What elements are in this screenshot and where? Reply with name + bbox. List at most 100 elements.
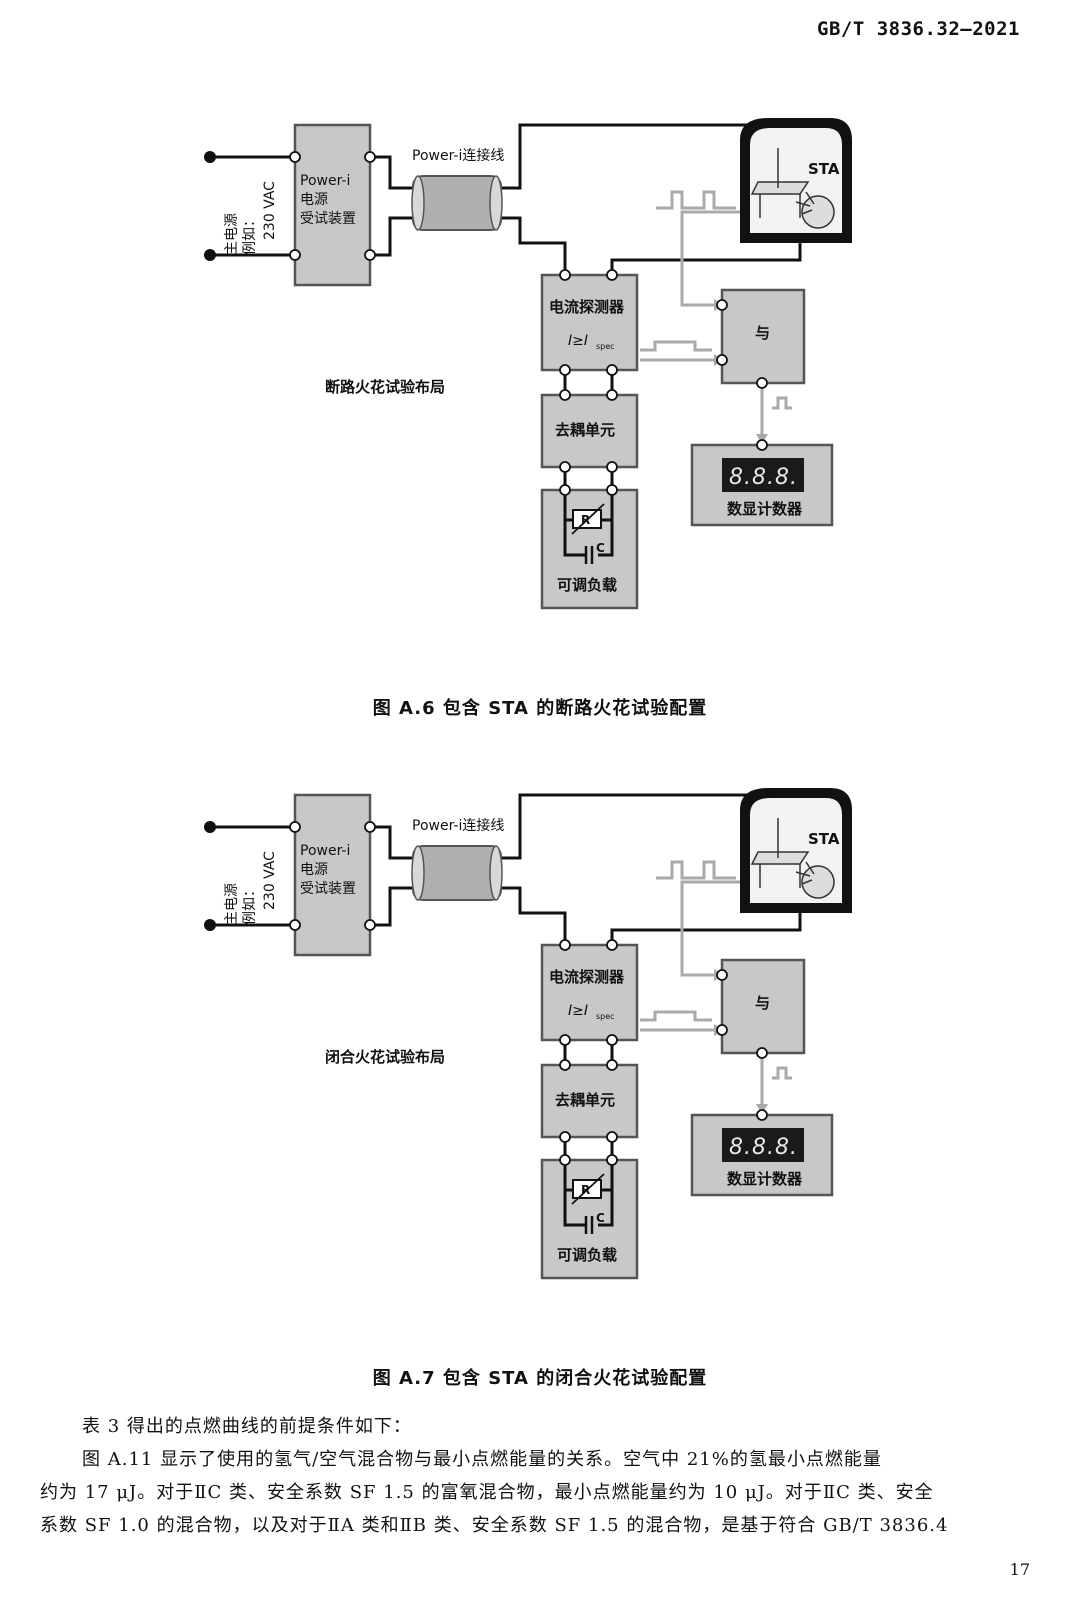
- cable-end: [489, 845, 503, 901]
- terminal: [559, 1059, 571, 1071]
- counter-display-digits: 8.8.8.: [729, 465, 798, 490]
- device-label-line3: 受试装置: [300, 211, 356, 227]
- terminal: [364, 151, 376, 163]
- pulse-train-symbol: [656, 190, 736, 210]
- capacitor-symbol: [584, 546, 594, 564]
- figure-a7-caption: 图 A.7 包含 STA 的闭合火花试验配置: [372, 1368, 708, 1389]
- decoupling-unit-box: [540, 1063, 639, 1139]
- pulse-symbol: [640, 1010, 712, 1022]
- device-to-cable-top: [370, 825, 420, 860]
- device-label-line1: Power-i: [300, 173, 350, 189]
- cable-end: [489, 175, 503, 231]
- counter-display-screen: [722, 458, 804, 492]
- device-label-line3: 受试装置: [300, 881, 356, 897]
- terminal: [559, 364, 571, 376]
- sta-support: [759, 148, 801, 218]
- counter-label: 数显计数器: [727, 1170, 803, 1188]
- terminal: [559, 484, 571, 496]
- sta-label: STA: [808, 830, 840, 848]
- sta-return-to-detector: [610, 905, 802, 945]
- pulse-symbol: [772, 1066, 792, 1080]
- counter-display-digits: 8.8.8.: [729, 1135, 798, 1160]
- terminal: [606, 389, 618, 401]
- mains-terminal: [204, 151, 216, 163]
- terminal: [716, 299, 728, 311]
- terminal: [559, 939, 571, 951]
- terminal: [606, 1059, 618, 1071]
- counter-display-screen: [722, 1128, 804, 1162]
- terminal: [756, 1047, 768, 1059]
- terminal: [606, 1154, 618, 1166]
- paragraph-line: 约为 17 μJ。对于ⅡC 类、安全系数 SF 1.5 的富氧混合物，最小点燃能…: [40, 1482, 934, 1503]
- sta-plate: [750, 851, 810, 865]
- device-label-line2: 电源: [300, 192, 328, 208]
- load-wiring: [563, 1160, 614, 1227]
- sta-signal-to-and: [680, 210, 740, 307]
- cable-to-detector: [495, 886, 567, 945]
- terminal: [716, 1024, 728, 1036]
- terminal: [364, 919, 376, 931]
- cable-to-sta: [495, 123, 782, 190]
- decoupling-unit-box: [540, 393, 639, 469]
- terminal: [716, 969, 728, 981]
- and-label: 与: [755, 324, 770, 342]
- detector-label: 电流探测器: [549, 968, 625, 986]
- layout-label: 断路火花试验布局: [325, 378, 445, 396]
- terminal: [756, 439, 768, 451]
- device-under-test-box: [293, 793, 372, 957]
- cable-to-detector: [495, 216, 567, 275]
- terminal: [756, 377, 768, 389]
- pulse-symbol: [640, 340, 712, 352]
- load-wiring: [563, 490, 614, 557]
- terminal: [606, 939, 618, 951]
- device-to-cable-bottom: [370, 216, 420, 257]
- decoupling-label: 去耦单元: [555, 1091, 615, 1109]
- mains-label: 主电源: [224, 213, 240, 255]
- current-detector-box: [540, 273, 639, 372]
- pulse-symbol: [772, 396, 792, 410]
- mains-example-label: 例如：: [242, 883, 258, 925]
- spark-icon: [795, 191, 815, 215]
- device-to-cable-top: [370, 155, 420, 190]
- terminal: [364, 821, 376, 833]
- variable-arrow: [571, 503, 605, 535]
- cable-end: [411, 845, 425, 901]
- detector-label: 电流探测器: [549, 298, 625, 316]
- terminal: [606, 1131, 618, 1143]
- terminal: [559, 1131, 571, 1143]
- terminal: [289, 821, 301, 833]
- terminal: [606, 364, 618, 376]
- connection-cable: [412, 845, 502, 901]
- paragraph-line: 图 A.11 显示了使用的氢气/空气混合物与最小点燃能量的关系。空气中 21%的…: [82, 1449, 882, 1470]
- capacitor-label: C: [596, 1211, 605, 1225]
- terminal: [606, 1034, 618, 1046]
- mains-terminal: [204, 249, 216, 261]
- cable-label: Power-i连接线: [412, 147, 504, 164]
- device-under-test-box: [293, 123, 372, 287]
- device-to-cable-bottom: [370, 886, 420, 927]
- standard-number: GB/T 3836.32—2021: [817, 18, 1020, 40]
- capacitor-label: C: [596, 541, 605, 555]
- sta-signal-to-and: [680, 880, 740, 977]
- terminal: [606, 269, 618, 281]
- terminal: [559, 389, 571, 401]
- pulse-train-symbol: [656, 860, 736, 880]
- device-label-line1: Power-i: [300, 843, 350, 859]
- paragraph-ignition-energy: 图 A.11 显示了使用的氢气/空气混合物与最小点燃能量的关系。空气中 21%的…: [40, 1443, 1040, 1542]
- detector-condition-sub: spec: [596, 342, 615, 351]
- figure-a6-caption: 图 A.6 包含 STA 的断路火花试验配置: [372, 698, 708, 719]
- capacitor-symbol: [584, 1216, 594, 1234]
- mains-voltage-label: 230 VAC: [262, 181, 278, 240]
- load-label: 可调负载: [557, 1246, 617, 1264]
- mains-label: 主电源: [224, 883, 240, 925]
- current-detector-box: [540, 943, 639, 1042]
- cable-end: [411, 175, 425, 231]
- sta-label: STA: [808, 160, 840, 178]
- terminal: [289, 249, 301, 261]
- terminal: [606, 484, 618, 496]
- detector-condition-sub: spec: [596, 1012, 615, 1021]
- sta-wheel: [801, 195, 835, 229]
- terminal: [559, 461, 571, 473]
- terminal: [559, 1154, 571, 1166]
- terminal: [716, 354, 728, 366]
